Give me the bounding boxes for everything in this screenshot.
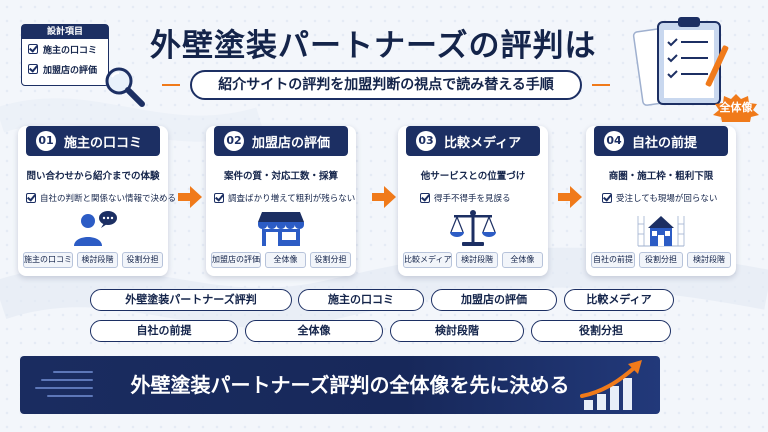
step-number: 01	[36, 131, 56, 151]
card-check-label: 調査ばかり増えて粗利が残らない	[228, 194, 356, 204]
checkbox-icon	[420, 193, 430, 203]
keyword-pill: 施主の口コミ	[298, 289, 424, 311]
design-item: 施主の口コミ	[22, 39, 108, 59]
card-subtitle: 商圏・施工枠・粗利下限	[608, 171, 714, 182]
card-check-label: 得手不得手を見誤る	[434, 194, 511, 204]
keyword-pill: 自社の前提	[90, 320, 238, 342]
checkbox-icon	[28, 64, 38, 74]
card-title: 加盟店の評価	[252, 135, 331, 151]
subtitle-dash-right	[592, 84, 610, 86]
house-icon	[637, 216, 685, 247]
design-items-panel: 設計項目 施主の口コミ 加盟店の評価	[21, 24, 109, 86]
people-chat-icon	[74, 211, 117, 246]
arrow-right-icon	[558, 186, 582, 208]
conclusion-banner: 外壁塗装パートナーズ評判の全体像を先に決める	[20, 356, 660, 414]
card-header: 03 比較メディア	[406, 126, 540, 156]
keyword-pill: 役割分担	[531, 320, 671, 342]
card-title: 自社の前提	[632, 135, 698, 151]
design-item: 加盟店の評価	[22, 59, 108, 79]
step-number: 03	[416, 131, 436, 151]
tag: 役割分担	[122, 252, 163, 268]
keyword-pill: 比較メディア	[564, 289, 674, 311]
tag: 比較メディア	[403, 252, 453, 268]
subtitle-wrap: 紹介サイトの評判を加盟判断の視点で読み替える手順	[162, 70, 610, 100]
badge-burst-icon	[713, 94, 759, 122]
card-header: 04 自社の前提	[594, 126, 728, 156]
overview-badge: 全体像	[712, 94, 760, 122]
step-number: 02	[224, 131, 244, 151]
keyword-pill: 外壁塗装パートナーズ評判	[90, 289, 292, 311]
design-item-label: 加盟店の評価	[43, 65, 98, 76]
arrow-right-icon	[372, 186, 396, 208]
subtitle-dash-left	[162, 84, 180, 86]
checkbox-icon	[28, 44, 38, 54]
conclusion-text: 外壁塗装パートナーズ評判の全体像を先に決める	[130, 373, 570, 397]
tag: 検討段階	[456, 252, 498, 268]
step-card-1: 01 施主の口コミ 問い合わせから紹介までの体験 自社の判断と関係ない情報で決め…	[18, 126, 176, 276]
card-header: 02 加盟店の評価	[214, 126, 348, 156]
tag: 自社の前提	[591, 252, 635, 268]
step-card-4: 04 自社の前提 商圏・施工枠・粗利下限 受注しても現場が回らない 自社の前提 …	[586, 126, 736, 276]
card-title: 施主の口コミ	[64, 135, 143, 151]
balance-scale-icon	[450, 210, 496, 246]
checkbox-icon	[26, 193, 36, 203]
step-card-3: 03 比較メディア 他サービスとの位置づけ 得手不得手を見誤る 比較メディア 検…	[398, 126, 548, 276]
speed-lines-icon	[35, 371, 93, 397]
magnifier-icon	[105, 67, 145, 107]
card-tags: 自社の前提 役割分担 検討段階	[591, 252, 731, 268]
checkbox-icon	[602, 193, 612, 203]
card-check-item: 自社の判断と関係ない情報で決める	[26, 192, 176, 204]
card-tags: 施主の口コミ 検討段階 役割分担	[23, 252, 163, 268]
growth-chart-icon	[580, 360, 642, 410]
tag: 検討段階	[687, 252, 731, 268]
tag: 施主の口コミ	[23, 252, 73, 268]
card-subtitle: 他サービスとの位置づけ	[420, 171, 526, 182]
tag: 全体像	[265, 252, 306, 268]
card-tags: 加盟店の評価 全体像 役割分担	[211, 252, 351, 268]
tag: 役割分担	[639, 252, 683, 268]
tag: 役割分担	[310, 252, 351, 268]
page-title: 外壁塗装パートナーズの評判は	[150, 28, 597, 64]
arrow-right-icon	[178, 186, 202, 208]
design-item-label: 施主の口コミ	[43, 45, 98, 56]
clipboard-icon	[632, 17, 729, 106]
card-subtitle: 案件の質・対応工数・採算	[223, 171, 338, 182]
card-check-item: 受注しても現場が回らない	[602, 192, 732, 204]
card-title: 比較メディア	[444, 135, 522, 151]
keyword-pill: 検討段階	[390, 320, 524, 342]
tag: 加盟店の評価	[211, 252, 261, 268]
storefront-icon	[258, 212, 304, 246]
card-check-label: 自社の判断と関係ない情報で決める	[40, 194, 177, 204]
keyword-pill: 加盟店の評価	[431, 289, 557, 311]
card-tags: 比較メディア 検討段階 全体像	[403, 252, 544, 268]
card-check-item: 調査ばかり増えて粗利が残らない	[214, 192, 356, 204]
subtitle: 紹介サイトの評判を加盟判断の視点で読み替える手順	[190, 70, 582, 100]
overview-badge-label: 全体像	[719, 101, 753, 114]
card-header: 01 施主の口コミ	[26, 126, 160, 156]
keyword-pill: 全体像	[245, 320, 383, 342]
card-check-label: 受注しても現場が回らない	[616, 194, 718, 204]
card-check-item: 得手不得手を見誤る	[420, 192, 544, 204]
tag: 検討段階	[77, 252, 118, 268]
design-items-heading: 設計項目	[22, 25, 108, 39]
step-number: 04	[604, 131, 624, 151]
step-card-2: 02 加盟店の評価 案件の質・対応工数・採算 調査ばかり増えて粗利が残らない 加…	[206, 126, 356, 276]
checkbox-icon	[214, 193, 224, 203]
card-subtitle: 問い合わせから紹介までの体験	[26, 171, 160, 182]
tag: 全体像	[501, 252, 544, 268]
